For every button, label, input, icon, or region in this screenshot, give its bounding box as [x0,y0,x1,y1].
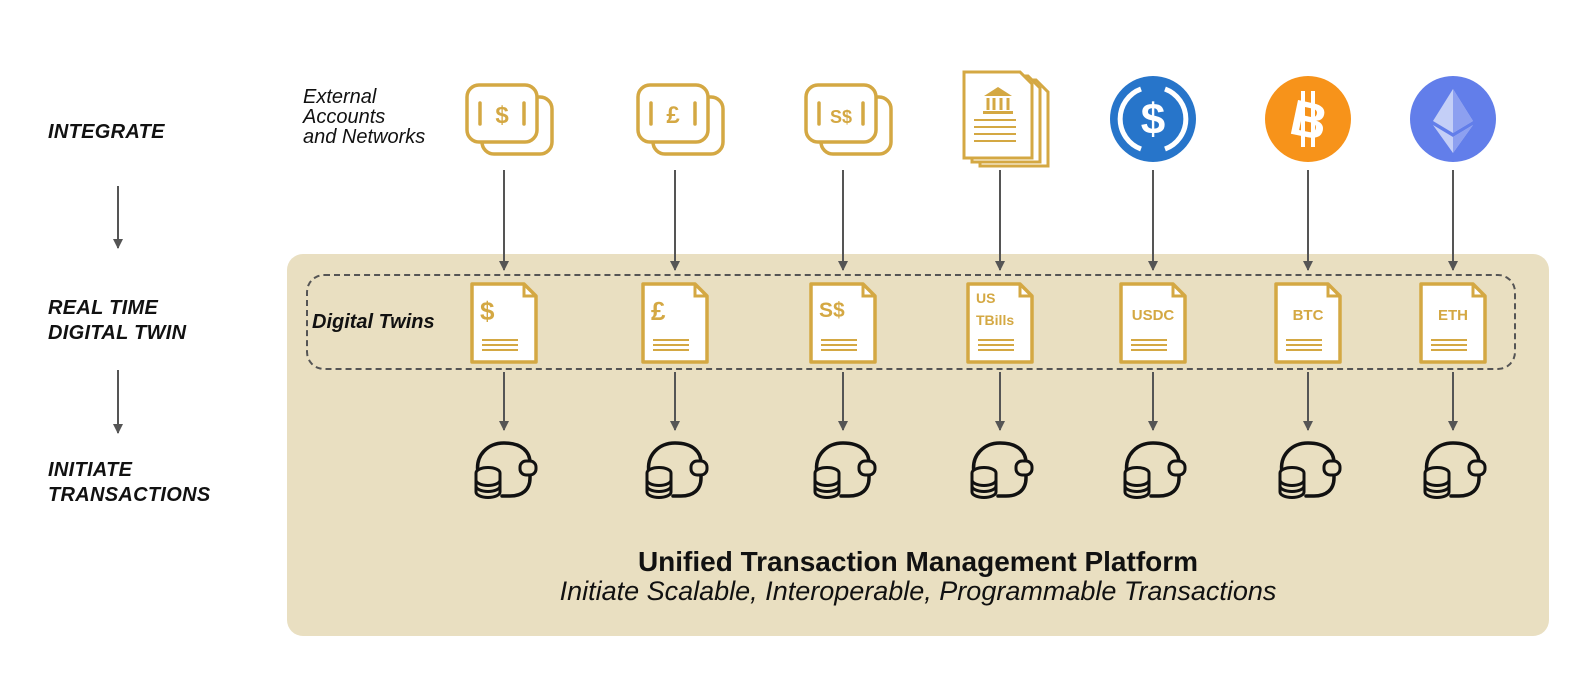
external-label-line1: External [303,86,377,108]
svg-text:USDC: USDC [1132,307,1175,324]
external-label-line2: Accounts [303,106,386,128]
step-initiate-line2: TRANSACTIONS [48,484,211,506]
wallet-coins-icon-2 [813,441,877,499]
dollar-cash-icon: $ [465,83,554,156]
external-label-line3: and Networks [303,126,426,148]
svg-text:S$: S$ [819,299,845,322]
svg-text:S$: S$ [830,107,852,127]
sgd-cash-icon: S$ [804,83,893,156]
step-initiate-transactions: INITIATE TRANSACTIONS [48,458,211,508]
digital-twins-label: Digital Twins [312,311,435,333]
digital-twin-doc-4: USDC [1119,282,1187,364]
digital-twins-group [306,274,1516,370]
svg-text:£: £ [651,296,666,326]
pound-cash-icon: £ [636,83,725,156]
wallet-coins-icon-1 [645,441,709,499]
svg-text:$: $ [1141,95,1165,144]
digital-twin-doc-0: $ [470,282,538,364]
platform-title: Unified Transaction Management Platform [637,546,1199,577]
svg-text:£: £ [666,102,680,129]
digital-twin-doc-5: BTC [1274,282,1342,364]
step-twin-line1: REAL TIME [48,297,159,319]
digital-twin-doc-2: S$ [809,282,877,364]
step-integrate: INTEGRATE [48,121,165,143]
step-twin-line2: DIGITAL TWIN [48,322,187,344]
svg-text:BTC: BTC [1293,307,1324,324]
wallet-coins-icon-4 [1123,441,1187,499]
digital-twin-doc-1: £ [641,282,709,364]
step-initiate-line1: INITIATE [48,459,133,481]
platform-subtitle: Initiate Scalable, Interoperable, Progra… [559,576,1277,606]
usdc-coin-icon: $ [1110,76,1196,162]
ethereum-icon [1410,76,1496,162]
svg-text:$: $ [495,102,509,129]
digital-twin-doc-3: US TBills [966,282,1034,364]
digital-twin-doc-6: ETH [1419,282,1487,364]
svg-text:ETH: ETH [1438,307,1468,324]
svg-text:US: US [976,290,995,306]
wallet-coins-icon-0 [474,441,538,499]
svg-text:$: $ [480,296,495,326]
bank-documents-icon [962,70,1050,168]
bitcoin-icon: B [1265,76,1351,162]
svg-text:TBills: TBills [976,312,1014,328]
wallet-coins-icon-3 [970,441,1034,499]
wallet-coins-icon-6 [1423,441,1487,499]
external-accounts-label: External Accounts and Networks [303,87,425,147]
asset-columns: $ $ £ £ S$ S$ US TBills $ USDC B BTC ETH [465,70,1496,499]
wallet-coins-icon-5 [1278,441,1342,499]
step-real-time-digital-twin: REAL TIME DIGITAL TWIN [48,296,186,346]
